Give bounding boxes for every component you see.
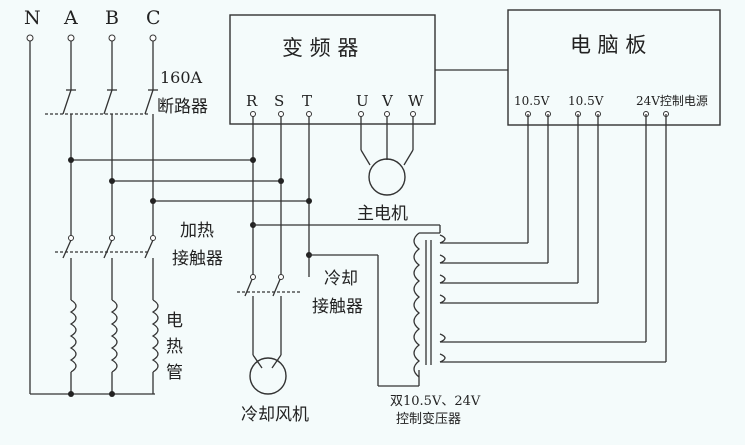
breaker-symbol: [45, 89, 158, 128]
main-motor-label: 主电机: [357, 204, 408, 224]
board-pin3-label: 24V控制电源: [636, 94, 708, 108]
terminal-c: [149, 34, 157, 42]
heater-label-1: 电: [166, 311, 183, 331]
junction-n1: [68, 391, 74, 397]
heater-label-2: 热: [166, 337, 183, 357]
junction-c: [150, 198, 156, 204]
junction-a: [68, 157, 74, 163]
transformer-primary-feed: [253, 224, 441, 387]
inverter-v-label: V: [381, 92, 394, 110]
cool-terminal-2: [278, 274, 284, 280]
terminal-t: [306, 111, 312, 117]
label-b: B: [105, 7, 119, 29]
heat-terminal-c: [150, 235, 156, 241]
phase-lines-upper: [70, 40, 154, 90]
transformer-label-2: 控制变压器: [396, 411, 461, 427]
terminal-a: [67, 34, 75, 42]
inverter-s-label: S: [274, 92, 284, 110]
terminal-b: [108, 34, 116, 42]
terminal-v: [384, 111, 390, 117]
label-c: C: [146, 7, 161, 29]
breaker-rating: 160A: [160, 68, 203, 87]
board-pin2-label: 10.5V: [568, 94, 604, 108]
transformer-label-1: 双10.5V、24V: [390, 394, 481, 409]
heater-coils: [69, 299, 159, 394]
terminal-s: [278, 111, 284, 117]
cool-contactor-label-1: 冷却: [324, 269, 358, 289]
cooling-fan-icon: [249, 357, 287, 395]
inverter-u-label: U: [356, 92, 369, 110]
inverter-r-label: R: [246, 92, 258, 110]
junction-b: [109, 178, 115, 184]
breaker-name: 断路器: [157, 97, 208, 117]
supply-taps: [71, 159, 309, 202]
cooling-contactor-symbol: [237, 276, 300, 369]
inverter-input-wires: [252, 114, 310, 277]
transformer-symbol: [413, 232, 446, 378]
junction-s: [278, 178, 284, 184]
heat-contactor-label-1: 加热: [180, 221, 214, 241]
inverter-t-label: T: [302, 92, 312, 110]
neutral-line: [29, 40, 155, 395]
board-title: 电 脑 板: [570, 33, 646, 57]
terminal-n: [26, 34, 34, 42]
heat-terminal-a: [68, 235, 74, 241]
terminal-u: [358, 111, 364, 117]
terminal-r: [250, 111, 256, 117]
terminal-w: [410, 111, 416, 117]
label-a: A: [63, 7, 78, 29]
junction-n2: [109, 391, 115, 397]
inverter-w-label: W: [408, 92, 424, 110]
main-motor-icon: [368, 158, 406, 196]
board-pin1-label: 10.5V: [514, 94, 550, 108]
heating-contactor-symbol: [55, 239, 154, 300]
heater-label-3: 管: [166, 363, 183, 383]
cooling-fan-label: 冷却风机: [241, 405, 309, 425]
heat-contactor-label-2: 接触器: [172, 249, 223, 269]
label-n: N: [24, 7, 41, 29]
board-terminals: [525, 111, 669, 117]
heat-terminal-b: [109, 235, 115, 241]
secondary-wires: [440, 114, 667, 363]
inverter-box: [229, 14, 436, 125]
motor-wires: [360, 114, 414, 166]
cool-contactor-label-2: 接触器: [312, 297, 363, 317]
junction-t: [306, 198, 312, 204]
inverter-title: 变 频 器: [282, 36, 358, 60]
cool-terminal-1: [250, 274, 256, 280]
junction-r: [250, 157, 256, 163]
computer-board-box: [507, 9, 721, 126]
